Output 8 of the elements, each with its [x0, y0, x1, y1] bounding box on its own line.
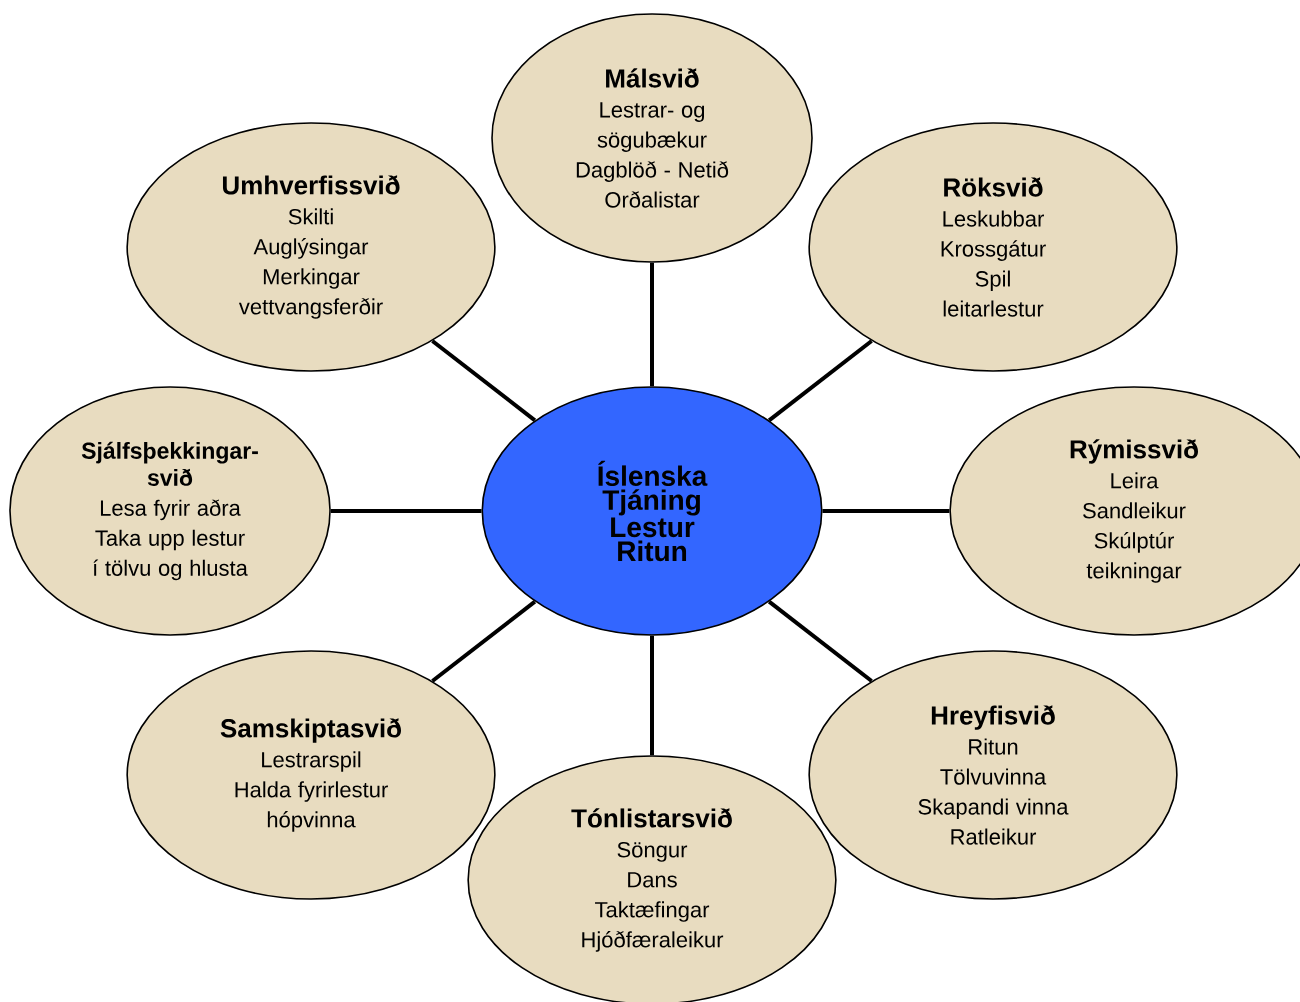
connector-line: [767, 600, 873, 683]
connector-line: [767, 339, 873, 422]
connector-line: [650, 635, 654, 756]
connector-line: [431, 600, 537, 683]
connector-line: [330, 509, 482, 513]
connector-line: [650, 262, 654, 387]
connector-line: [431, 339, 537, 422]
connector-line: [822, 509, 950, 513]
